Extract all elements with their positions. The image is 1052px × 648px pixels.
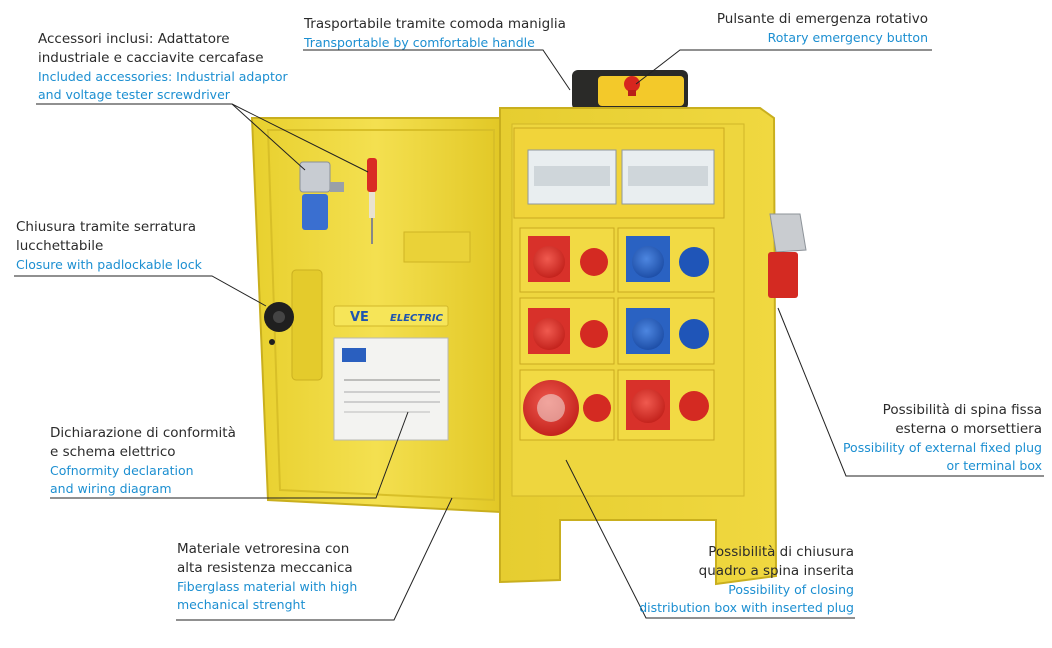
callout-conformity-it: Dichiarazione di conformità e schema ele… bbox=[50, 425, 236, 460]
leader-accessories-2 bbox=[231, 103, 369, 173]
callout-lock: Chiusura tramite serratura lucchettabile… bbox=[16, 218, 226, 274]
callout-lock-en: Closure with padlockable lock bbox=[16, 257, 202, 272]
leader-conformity bbox=[50, 411, 409, 499]
socket-red-1[interactable] bbox=[528, 236, 608, 282]
industrial-adaptor-icon bbox=[299, 161, 344, 230]
voltage-tester-icon bbox=[367, 158, 377, 244]
socket-blue-2[interactable] bbox=[626, 308, 709, 354]
leader-accessories bbox=[36, 103, 306, 171]
socket-blue-1[interactable] bbox=[626, 236, 709, 282]
callout-external-plug-it: Possibilità di spina fissa esterna o mor… bbox=[882, 402, 1042, 437]
leader-external-plug bbox=[777, 307, 1044, 477]
socket-red-3[interactable] bbox=[626, 380, 709, 430]
callout-handle-en: Transportable by comfortable handle bbox=[304, 35, 535, 50]
callout-emergency-en: Rotary emergency button bbox=[767, 30, 928, 45]
socket-grid bbox=[519, 227, 715, 441]
brand-mark: VE bbox=[350, 310, 369, 325]
callout-fiberglass-en: Fiberglass material with high mechanical… bbox=[177, 579, 358, 612]
conformity-document bbox=[333, 337, 449, 441]
callout-accessories-en: Included accessories: Industrial adaptor… bbox=[38, 69, 288, 102]
callout-accessories: Accessori inclusi: Adattatore industrial… bbox=[38, 30, 298, 104]
callout-accessories-it: Accessori inclusi: Adattatore industrial… bbox=[38, 31, 264, 66]
external-plug-icon bbox=[768, 213, 807, 298]
socket-red-2[interactable] bbox=[528, 308, 608, 354]
leader-fiberglass bbox=[176, 497, 453, 621]
breaker-panel-right[interactable] bbox=[621, 149, 715, 205]
callout-handle-it: Trasportabile tramite comoda maniglia bbox=[304, 16, 566, 32]
breaker-panel-left[interactable] bbox=[527, 149, 617, 205]
callout-emergency-it: Pulsante di emergenza rotativo bbox=[716, 11, 928, 27]
brand-bar: VE ELECTRIC bbox=[333, 305, 449, 327]
socket-red-large[interactable] bbox=[523, 380, 611, 436]
callout-lock-it: Chiusura tramite serratura lucchettabile bbox=[16, 219, 197, 254]
callout-fiberglass-it: Materiale vetroresina con alta resistenz… bbox=[177, 541, 353, 576]
leader-handle bbox=[303, 49, 571, 91]
leader-emergency bbox=[635, 49, 932, 85]
callout-conformity: Dichiarazione di conformità e schema ele… bbox=[50, 424, 270, 498]
brand-label: ELECTRIC bbox=[390, 313, 444, 324]
callout-conformity-en: Cofnormity declaration and wiring diagra… bbox=[50, 463, 194, 496]
callout-external-plug-en: Possibility of external fixed plug or te… bbox=[842, 440, 1042, 473]
callout-handle: Trasportabile tramite comoda maniglia Tr… bbox=[304, 15, 594, 52]
callout-closing-en: Possibility of closing distribution box … bbox=[639, 582, 854, 615]
emergency-button[interactable] bbox=[624, 76, 640, 96]
callout-external-plug: Possibilità di spina fissa esterna o mor… bbox=[792, 401, 1042, 475]
callout-emergency: Pulsante di emergenza rotativo Rotary em… bbox=[688, 10, 928, 47]
padlock-lock-icon[interactable] bbox=[264, 302, 294, 345]
callout-fiberglass: Materiale vetroresina con alta resistenz… bbox=[177, 540, 407, 614]
leader-lock bbox=[14, 275, 267, 307]
callout-closing-it: Possibilità di chiusura quadro a spina i… bbox=[698, 544, 854, 579]
leader-closing bbox=[565, 459, 855, 619]
callout-closing: Possibilità di chiusura quadro a spina i… bbox=[600, 543, 854, 617]
